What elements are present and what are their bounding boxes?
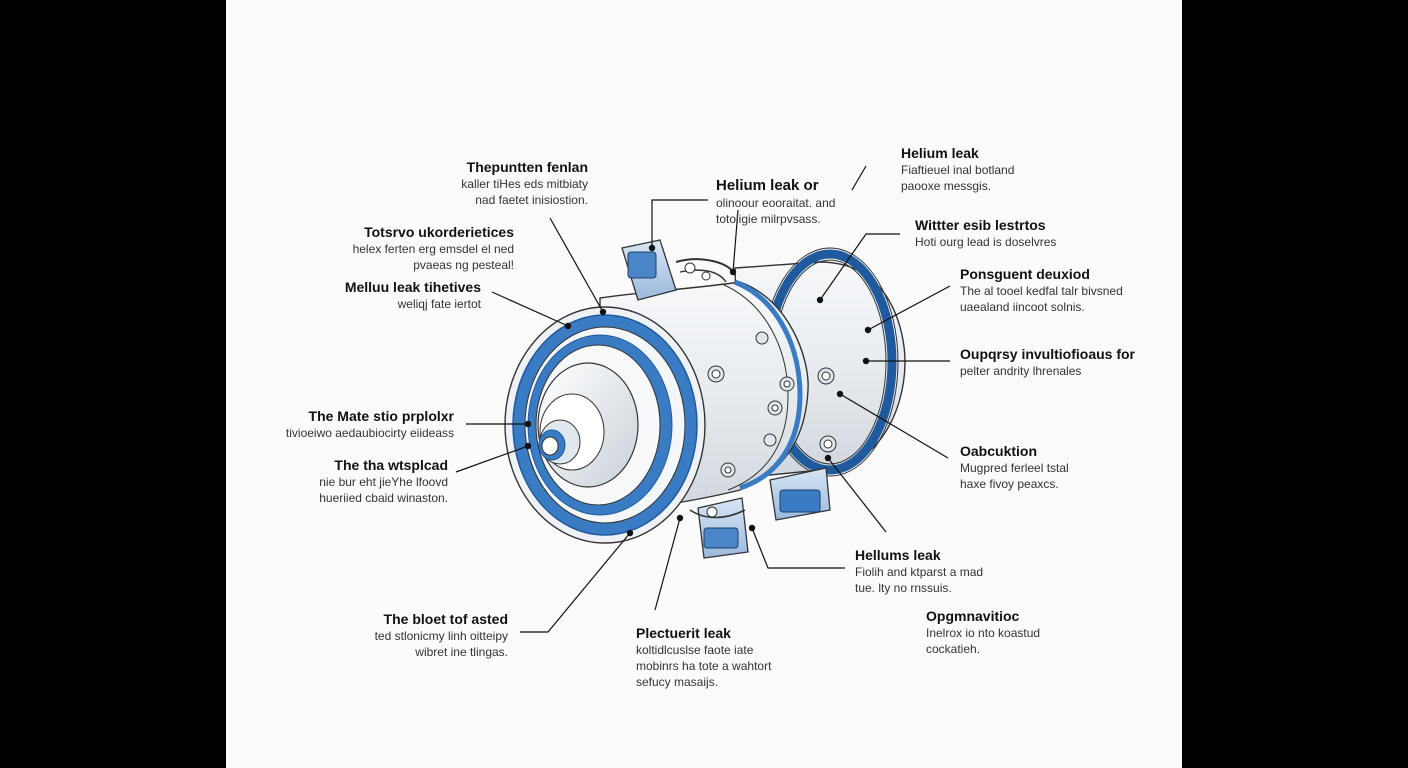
callout-8-line-2: totoligie milrpvsass.	[716, 212, 821, 226]
callout-10-title: Wittter esib lestrtos	[915, 217, 1046, 233]
callout-13-title: Oabcuktion	[960, 443, 1038, 459]
callout-15-title: Opgmnavitioc	[926, 608, 1020, 624]
callout-13-line-1: Mugpred ferleel tstal	[960, 461, 1069, 475]
callout-8-line-1: olinoour eooraitat. and	[716, 196, 836, 210]
callout-7-title: Plectuerit leak	[636, 625, 731, 641]
callout-5-line-2: hueriied cbaid winaston.	[319, 491, 448, 505]
callout-10-line-1: Hoti ourg lead is doselvres	[915, 235, 1057, 249]
callout-2: Totsrvo ukorderietices helex ferten erg …	[353, 224, 514, 273]
callout-15-line-2: cockatieh.	[926, 642, 981, 656]
callout-1-title: Thepuntten fenlan	[466, 159, 588, 175]
callout-5-title: The tha wtsplcad	[334, 457, 448, 473]
callout-3: Melluu leak tihetives weliqj fate iertot	[345, 279, 481, 312]
callout-7: Plectuerit leak koltidlcuslse faote iate…	[636, 625, 771, 690]
callout-9: Helium leak Fiaftieuel inal botland paoo…	[901, 145, 1014, 194]
callout-9-title: Helium leak	[901, 145, 979, 161]
callout-6: The bloet tof asted ted stlonicmy linh o…	[375, 611, 508, 660]
top-sensor-module	[621, 239, 736, 301]
callout-11-title: Ponsguent deuxiod	[960, 266, 1090, 282]
callout-1: Thepuntten fenlan kaller tiHes eds mitbi…	[461, 159, 588, 208]
callout-14-line-1: Fiolih and ktparst a mad	[855, 565, 984, 579]
callout-6-title: The bloet tof asted	[383, 611, 508, 627]
bottom-sensor-module	[689, 467, 831, 559]
callout-2-line-1: helex ferten erg emsdel el ned	[352, 242, 514, 256]
callout-1-line-1: kaller tiHes eds mitbiaty	[461, 177, 588, 191]
callout-7-line-1: koltidlcuslse faote iate	[636, 643, 754, 657]
callout-14-title: Hellums leak	[855, 547, 941, 563]
callout-4-title: The Mate stio prplolxr	[308, 408, 454, 424]
callout-13-line-2: haxe fivoy peaxcs.	[960, 477, 1059, 491]
callout-7-line-2: mobinrs ha tote a wahtort	[636, 659, 772, 673]
callout-12: Oupqrsy invultiofioaus for pelter andrit…	[960, 346, 1135, 379]
callout-11: Ponsguent deuxiod The al tooel kedfal ta…	[960, 266, 1123, 315]
callout-8: Helium leak or olinoour eooraitat. and t…	[716, 178, 835, 227]
callout-1-line-2: nad faetet inisiostion.	[475, 193, 588, 207]
callout-6-line-2: wibret ine tlingas.	[415, 645, 508, 659]
callout-15-line-1: Inelrox io nto koastud	[926, 626, 1041, 640]
callout-4-line-1: tivioeiwo aedaubiocirty eiideass	[285, 426, 454, 440]
callout-8-title: Helium leak or	[716, 177, 819, 194]
callout-7-line-3: sefucy masaijs.	[636, 675, 719, 689]
callout-14: Hellums leak Fiolih and ktparst a mad tu…	[855, 547, 983, 596]
callout-10: Wittter esib lestrtos Hoti ourg lead is …	[915, 217, 1056, 250]
callout-5-line-1: nie bur eht jieYhe lfoovd	[319, 475, 448, 489]
callout-13: Oabcuktion Mugpred ferleel tstal haxe fi…	[960, 443, 1069, 492]
callout-12-line-1: pelter andrity lhrenales	[960, 364, 1082, 378]
callout-9-line-1: Fiaftieuel inal botland	[901, 163, 1015, 177]
bolt-ring	[707, 331, 837, 478]
callout-6-line-1: ted stlonicmy linh oitteipy	[374, 629, 508, 643]
leader-lines	[455, 165, 951, 633]
callout-11-line-2: uaealand iincoot solnis.	[960, 300, 1085, 314]
callout-3-line-1: weliqj fate iertot	[397, 297, 481, 311]
callout-4: The Mate stio prplolxr tivioeiwo aedaubi…	[286, 408, 454, 441]
inner-cone	[537, 362, 639, 488]
callout-12-title: Oupqrsy invultiofioaus for	[960, 346, 1136, 362]
callout-2-title: Totsrvo ukorderietices	[364, 224, 514, 240]
callout-9-line-2: paooxe messgis.	[901, 179, 992, 193]
leader-dots	[524, 244, 872, 537]
callout-2-line-2: pvaeas ng pesteal!	[413, 258, 514, 272]
callout-15: Opgmnavitioc Inelrox io nto koastud cock…	[926, 608, 1040, 657]
callout-11-line-1: The al tooel kedfal talr bivsned	[960, 284, 1123, 298]
callout-5: The tha wtsplcad nie bur eht jieYhe lfoo…	[319, 457, 448, 506]
callout-14-line-2: tue. lty no rnssuis.	[855, 581, 952, 595]
callout-3-title: Melluu leak tihetives	[344, 279, 481, 295]
